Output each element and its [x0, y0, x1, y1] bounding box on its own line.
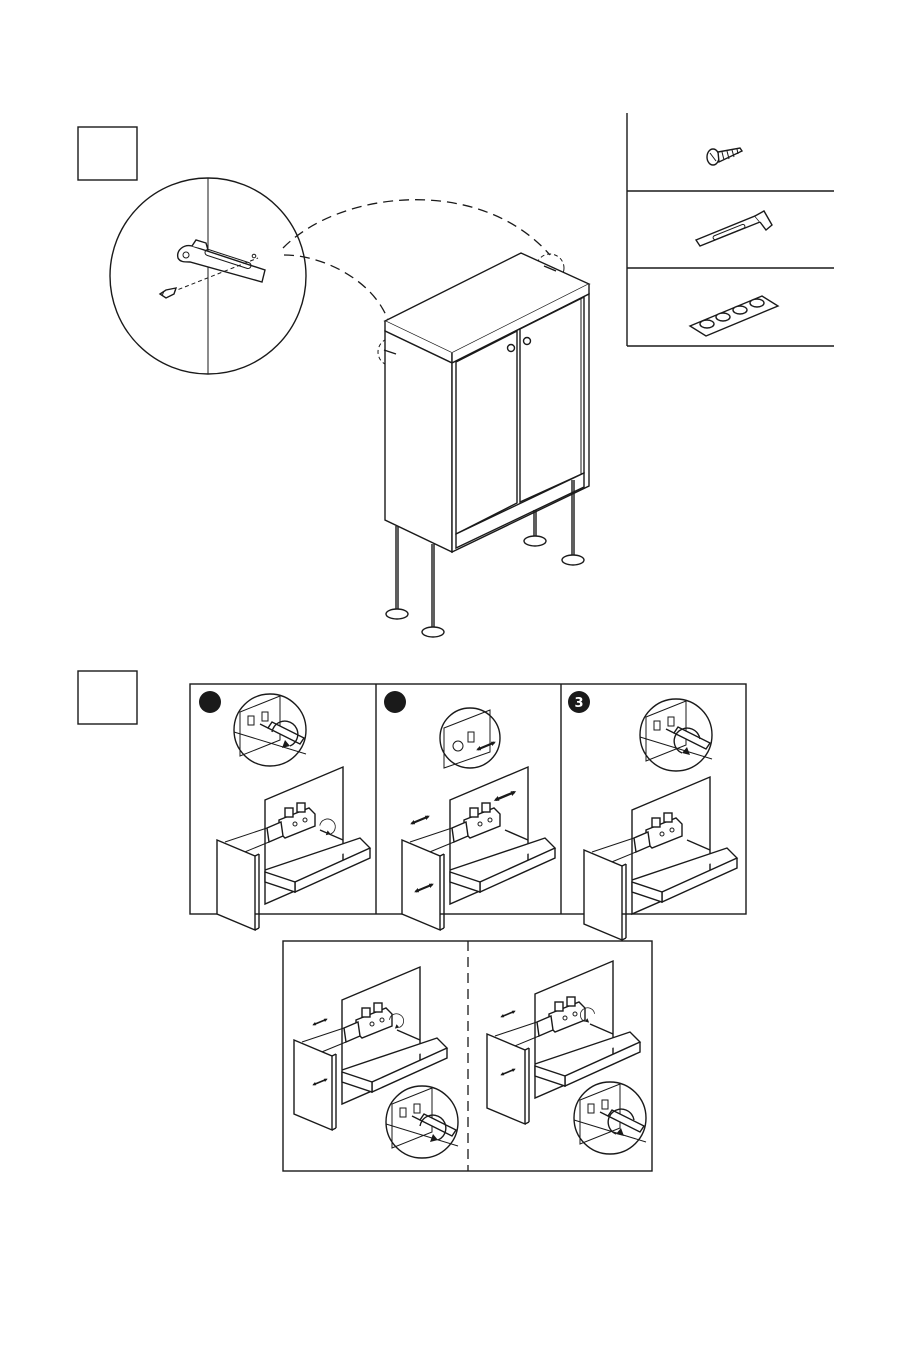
- substep-panel-1: [199, 691, 370, 930]
- substep-badge: [384, 691, 406, 713]
- step-number-box: [78, 127, 137, 180]
- step-number-box: [78, 671, 137, 724]
- wall-anchor-zoom: [110, 178, 306, 374]
- zoom-detail: [640, 699, 712, 771]
- substep-panel-3: 3: [568, 691, 737, 940]
- screw-icon: [707, 148, 742, 165]
- door-alignment-panels: [283, 941, 652, 1171]
- svg-text:3: 3: [574, 696, 583, 711]
- hinge-scene: [584, 777, 737, 940]
- step-a: [78, 127, 137, 180]
- substep-badge: [199, 691, 221, 713]
- zoom-connector: [283, 200, 550, 255]
- step-b: [78, 671, 137, 724]
- parts-legend: [627, 113, 834, 346]
- felt-pad-strip-icon: [690, 296, 778, 336]
- hinge-adjustment-panels: 3: [190, 684, 746, 940]
- alignment-panel-right: [487, 961, 646, 1154]
- angle-bracket-icon: [696, 211, 772, 246]
- zoom-detail: [440, 708, 500, 768]
- substep-panel-2: [384, 691, 555, 930]
- cabinet: [384, 253, 589, 552]
- hinge-scene: [402, 767, 555, 930]
- zoom-detail: [234, 694, 306, 766]
- zoom-detail: [574, 1082, 646, 1154]
- alignment-panel-left: [294, 967, 458, 1158]
- zoom-detail: [386, 1086, 458, 1158]
- hinge-scene: [217, 767, 370, 930]
